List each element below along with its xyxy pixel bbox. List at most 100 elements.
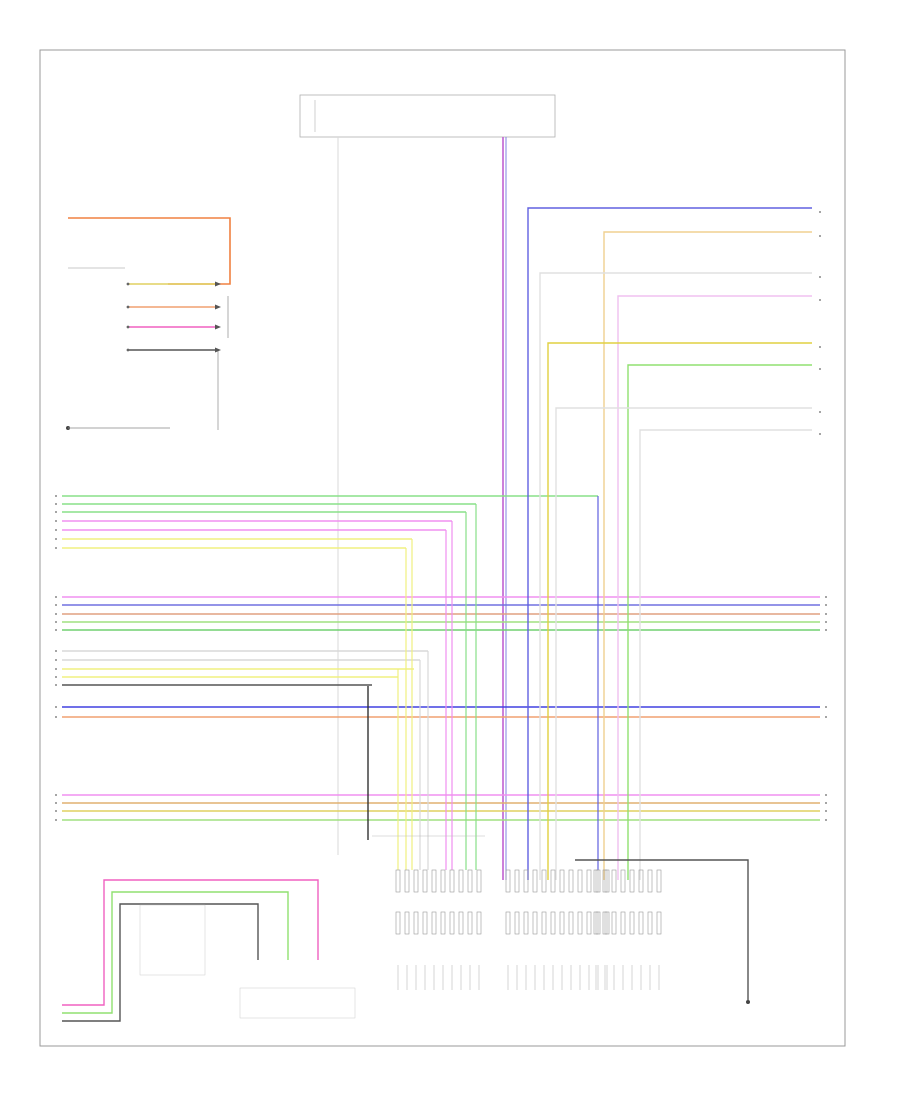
left-pin-arrow [215,304,221,310]
wire-end-dot [825,819,827,821]
connector-pin [656,911,662,935]
connector-pin [467,869,473,893]
wire-end-dot [55,650,57,652]
connector-pin [404,869,410,893]
connector-pin [413,869,419,893]
wire-end-dot [55,659,57,661]
wire-end-dot [825,794,827,796]
connector-pin [568,911,574,935]
connector-pin [431,911,437,935]
wire-end-dot [55,794,57,796]
wire-end-dot [825,604,827,606]
diagram-frame [39,49,846,1047]
connector-pin [440,911,446,935]
wire-end-dot [55,511,57,513]
connector-pin [541,869,547,893]
wire-end-dot [825,629,827,631]
connector-pin [550,869,556,893]
wire-end-dot [825,810,827,812]
wire-end-dot [825,706,827,708]
wire-end-dot [55,676,57,678]
wire-end-dot [819,346,821,348]
connector-pin [440,869,446,893]
connector-pin [505,869,511,893]
wire-end-dot [55,668,57,670]
connector-pin [505,911,511,935]
bottom-left-wire [62,879,319,1006]
wire-end-dot [55,503,57,505]
connector-pin [586,911,592,935]
connector-pin [476,869,482,893]
connector-drop-wires [397,496,599,870]
wire-end-dot [819,276,821,278]
connector-pin [638,869,644,893]
right-wire [639,429,812,880]
connector-pin [422,869,428,893]
connector-pin [611,911,617,935]
connector-pin [647,911,653,935]
right-wire [527,207,812,880]
connector-pin [514,911,520,935]
wire-end-dot [819,235,821,237]
left-pin-arrow [215,347,221,353]
connector-pin [413,911,419,935]
wire-end-dot [55,706,57,708]
wire-end-dot [55,604,57,606]
left-pin-dot [126,325,130,329]
right-wire [603,231,812,880]
bottom-left-wire [62,891,289,1014]
horizontal-wire-groups [55,495,827,821]
wire-end-dot [819,211,821,213]
connector-pin [559,869,565,893]
connector-pin [476,911,482,935]
wire-end-dot [55,596,57,598]
connector-pin [395,911,401,935]
connector-pin [602,869,608,893]
connector-pin [523,869,529,893]
wire-end-dot [819,411,821,413]
connector-pin [514,869,520,893]
right-ground-wire [575,859,749,1000]
connector-pin [593,869,599,893]
connector-pin [629,869,635,893]
wire-end-dot [55,629,57,631]
connector-pin [422,911,428,935]
bottom-connectors [395,869,662,990]
right-wire [555,407,812,880]
bottom-left-wires [62,879,356,1022]
connector-pin [395,869,401,893]
bottom-left-module [139,904,206,976]
wire-end-dot [819,299,821,301]
wire-end-dot [55,520,57,522]
left-pin-dot [126,305,130,309]
right-wire [547,342,812,880]
connector-pin [568,869,574,893]
ground-point-right [746,1000,750,1004]
right-wire [617,295,812,880]
connector-pin [404,911,410,935]
right-wire [539,272,812,880]
wire-end-dot [55,621,57,623]
left-pin-dot [126,348,130,352]
wire-end-dot [55,529,57,531]
wire-end-dot [55,547,57,549]
connector-pin [449,911,455,935]
wire-end-dot [825,596,827,598]
wire-end-dot [55,716,57,718]
connector-pin [532,911,538,935]
connector-pin [620,911,626,935]
wire-end-dot [55,810,57,812]
connector-pin [541,911,547,935]
wire-end-dot [819,433,821,435]
connector-pin [458,911,464,935]
connector-pin [638,911,644,935]
connector-pin [559,911,565,935]
connector-pin [523,911,529,935]
wire-end-dot [55,538,57,540]
connector-pin [602,911,608,935]
connector-pin [647,869,653,893]
connector-pin [550,911,556,935]
top-module-box [299,94,556,138]
wire-end-dot [825,613,827,615]
